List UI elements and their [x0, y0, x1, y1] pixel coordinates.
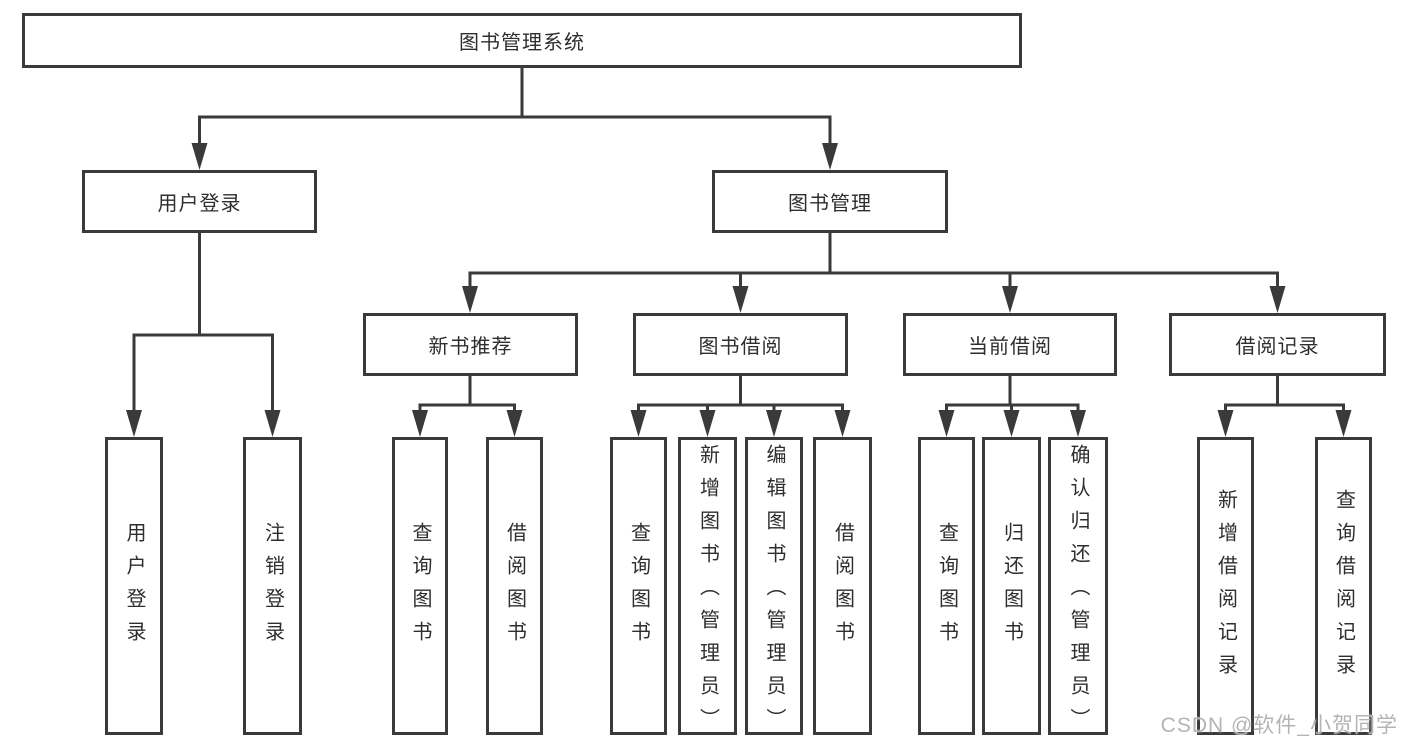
node-user-login: 用户登录: [82, 170, 317, 233]
leaf-add-book-admin: 新增图书（管理员）: [678, 437, 737, 741]
leaf-edit-book-admin: 编辑图书（管理员）: [745, 437, 803, 741]
leaf-borrow-books-1: 借阅图书: [486, 437, 543, 735]
leaf-query-borrow-record: 查询借阅记录: [1315, 437, 1372, 735]
leaf-query-books-1: 查询图书: [392, 437, 448, 735]
leaf-add-borrow-record: 新增借阅记录: [1197, 437, 1254, 735]
leaf-user-login: 用户登录: [105, 437, 163, 735]
node-current-borrow: 当前借阅: [903, 313, 1117, 376]
node-new-book-recommend: 新书推荐: [363, 313, 578, 376]
node-book-management: 图书管理: [712, 170, 948, 233]
watermark: CSDN @软件_小贺同学: [1160, 714, 1398, 737]
leaf-query-books-2: 查询图书: [610, 437, 667, 735]
leaf-return-book: 归还图书: [982, 437, 1041, 735]
node-book-borrow: 图书借阅: [633, 313, 848, 376]
leaf-confirm-return-admin: 确认归还（管理员）: [1048, 437, 1108, 741]
node-root-system: 图书管理系统: [22, 13, 1022, 68]
leaf-logout: 注销登录: [243, 437, 302, 735]
node-borrow-records: 借阅记录: [1169, 313, 1386, 376]
leaf-query-books-3: 查询图书: [918, 437, 975, 735]
leaf-borrow-books-2: 借阅图书: [813, 437, 872, 735]
